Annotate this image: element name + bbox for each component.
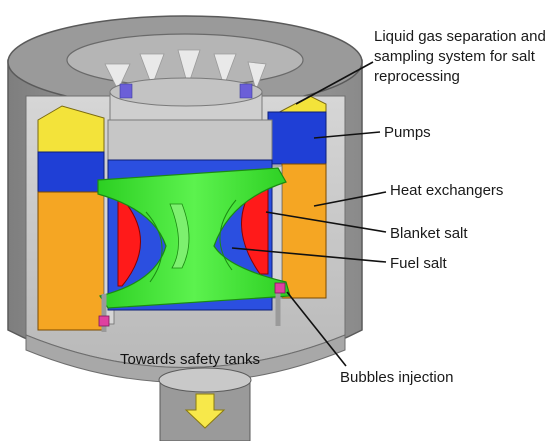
label-pumps: Pumps — [384, 124, 431, 141]
label-blanket-salt: Blanket salt — [390, 225, 468, 242]
label-liquid-gas-line1: Liquid gas separation and — [374, 28, 546, 45]
label-bubbles-injection: Bubbles injection — [340, 369, 453, 386]
left-pump — [38, 152, 104, 192]
label-fuel-salt: Fuel salt — [390, 255, 448, 272]
label-liquid-gas-line3: reprocessing — [374, 68, 460, 85]
label-liquid-gas-line2: sampling system for salt — [374, 48, 536, 65]
label-heat-exchangers: Heat exchangers — [390, 182, 503, 199]
label-towards-safety-tanks: Towards safety tanks — [120, 351, 260, 368]
